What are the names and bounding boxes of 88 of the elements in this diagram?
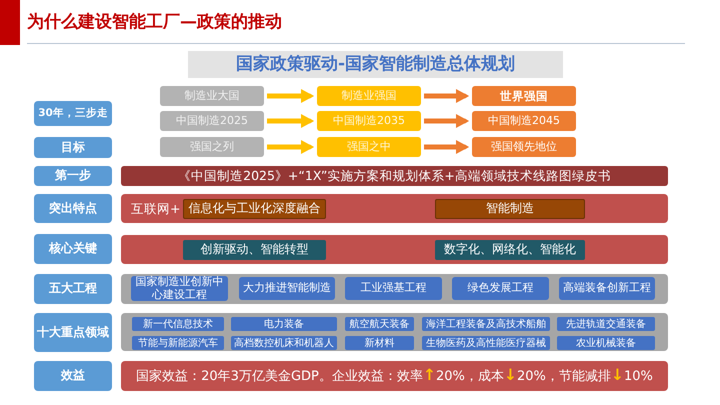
feature-label: 信息化与工业化深度融合: [188, 202, 322, 216]
row-header-label: 核心关键: [48, 242, 98, 256]
milestone-box: [472, 86, 576, 106]
sector-box: [345, 317, 414, 331]
feature-band: [121, 194, 668, 223]
sector-label: 航空航天装备: [348, 318, 410, 330]
project-box: [452, 277, 549, 300]
key-band: [121, 235, 668, 264]
milestone-box: [160, 111, 264, 131]
project-label: 大力推进智能制造: [242, 282, 332, 295]
arrow: [424, 114, 469, 128]
row-header: [34, 361, 112, 391]
milestone-label: 世界强国: [499, 90, 549, 102]
sector-label: 节能与新能源汽车: [137, 338, 219, 348]
row-header: [34, 313, 112, 352]
milestone-box: [472, 137, 576, 157]
band-prefix: 互联网+: [130, 202, 182, 216]
sector-label: 新一代信息技术: [142, 318, 214, 330]
row-header-label: 五大工程: [48, 282, 98, 296]
sector-label: 生物医药及高性能医疗器械: [425, 338, 547, 348]
sector-label: 海洋工程装备及高技术船舶: [425, 318, 547, 330]
project-box: [559, 277, 655, 300]
milestone-label: 中国制造2025: [175, 114, 249, 128]
milestone-label: 强国之中: [346, 140, 392, 154]
feature-box: [183, 199, 326, 219]
benefit-text: 国家效益：20年3万亿美金GDP。企业效益：效率↑20%，成本↓20%，节能减排↓10%: [135, 367, 654, 385]
sector-box: [422, 336, 550, 350]
project-box: [345, 277, 442, 300]
milestone-label: 制造业大国: [184, 90, 240, 102]
heading-banner: [188, 51, 563, 78]
key-box: [435, 240, 585, 260]
row-header-label: 突出特点: [48, 202, 98, 216]
arrow: [424, 140, 469, 154]
project-label: 工业强基工程: [360, 282, 428, 295]
sector-box: [557, 336, 655, 350]
milestone-label: 强国领先地位: [490, 140, 558, 154]
row-header: [34, 194, 112, 223]
row-header: [34, 234, 112, 264]
milestone-box: [160, 137, 264, 157]
sector-label: 高档数控机床和机器人: [233, 338, 335, 348]
project-panel: [121, 274, 668, 304]
sector-label: 先进轨道交通装备: [565, 318, 647, 330]
milestone-label: 中国制造2035: [332, 114, 406, 128]
row-header-label: 效益: [60, 369, 86, 383]
sector-box: [231, 317, 337, 331]
milestone-label: 中国制造2045: [487, 114, 561, 128]
arrow: [424, 89, 469, 103]
key-label: 数字化、网络化、智能化: [443, 243, 577, 257]
project-box: [239, 277, 335, 300]
sector-label: 农业机械装备: [575, 338, 637, 348]
benefit-band: [121, 361, 668, 391]
arrow: [267, 114, 314, 128]
feature-box: [435, 199, 585, 219]
milestone-box: [317, 86, 421, 106]
row-header-label: 十大重点领域: [36, 326, 110, 340]
milestone-box: [472, 111, 576, 131]
row-header-label: 目标: [60, 140, 86, 154]
arrow: [267, 140, 314, 154]
row-header-label: 30年，三步走: [37, 108, 109, 120]
sector-label: 新材料: [364, 338, 396, 348]
milestone-box: [317, 137, 421, 157]
row-header: [34, 166, 112, 186]
project-label: 国家制造业创新中心建设工程: [134, 276, 224, 301]
feature-label: 智能制造: [485, 202, 535, 216]
key-box: [183, 240, 326, 260]
policy-text: 《中国制造2025》+“1X”实施方案和规划体系+高端领域技术线路图绿皮书: [177, 169, 612, 183]
sector-box: [345, 336, 414, 350]
sector-box: [132, 317, 224, 331]
row-header-label: 第一步: [54, 169, 92, 183]
milestone-label: 制造业强国: [340, 90, 398, 102]
sector-box: [557, 317, 655, 331]
policy-band: [121, 166, 668, 186]
sector-label: 电力装备: [263, 318, 305, 330]
banner-title: 国家政策驱动-国家智能制造总体规划: [234, 55, 516, 74]
milestone-box: [317, 111, 421, 131]
row-header: [34, 101, 112, 126]
milestone-label: 强国之列: [189, 140, 235, 154]
key-label: 创新驱动、智能转型: [200, 243, 310, 257]
milestone-box: [160, 86, 264, 106]
project-label: 高端装备创新工程: [562, 282, 652, 295]
arrow: [267, 89, 314, 103]
row-header: [34, 137, 112, 158]
sector-box: [132, 336, 224, 350]
page-title: 为什么建设智能工厂—政策的推动: [27, 11, 282, 34]
sector-box: [422, 317, 550, 331]
row-header: [34, 274, 112, 304]
project-label: 绿色发展工程: [466, 282, 534, 295]
sector-panel: [121, 313, 668, 351]
